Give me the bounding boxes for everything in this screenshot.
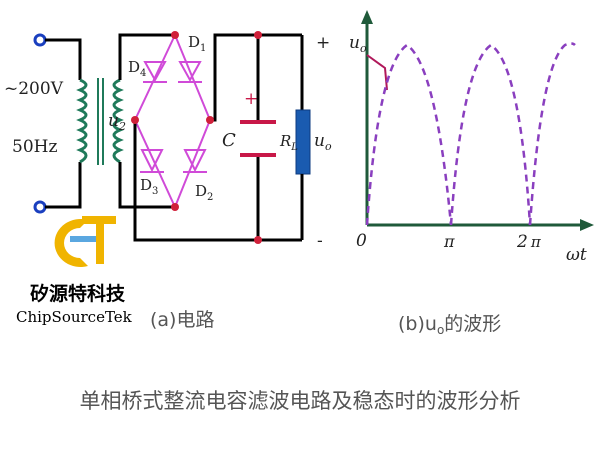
negative-rail	[133, 120, 302, 242]
primary-top-wire	[45, 38, 82, 80]
input-terminal-top	[33, 33, 47, 47]
x-axis-arrow	[580, 219, 594, 231]
node-cap-top	[254, 31, 262, 39]
diode-d1	[178, 61, 202, 83]
primary-bottom-wire	[45, 162, 82, 209]
waveform-initial-segment	[366, 54, 388, 91]
x-axis-label: ωt	[566, 245, 587, 265]
source-frequency-label: 50Hz	[12, 137, 57, 157]
secondary-bottom-wire	[118, 162, 175, 209]
circuit-caption: (a)电路	[150, 309, 214, 331]
logo-company-cn: 矽源特科技	[30, 282, 126, 305]
load-label: RL	[279, 132, 298, 153]
chipsourcetek-logo: 矽源特科技 ChipSourceTek	[16, 216, 133, 326]
node-bridge-right	[206, 116, 214, 124]
transformer-secondary-coil	[112, 78, 124, 164]
secondary-voltage-label: u2	[108, 111, 126, 133]
figure-title: 单相桥式整流电容滤波电路及稳态时的波形分析	[80, 389, 521, 413]
diode-d3-label: D3	[140, 176, 158, 197]
node-bridge-bottom	[171, 203, 179, 211]
diode-d2	[183, 149, 207, 173]
node-cap-bottom	[254, 236, 262, 244]
node-bridge-top	[171, 31, 179, 39]
tick-pi-label: π	[443, 232, 455, 251]
diode-d4	[143, 61, 167, 83]
transformer-primary-coil	[76, 78, 88, 164]
waveform-arch-3	[528, 42, 576, 226]
y-axis-arrow	[361, 10, 373, 24]
rectifier-circuit: ~200V 50Hz u2 D1 D2 D3 D4 + C RL uo + -	[4, 31, 332, 251]
source-voltage-label: ~200V	[4, 79, 64, 99]
waveform-arch-2	[449, 43, 532, 226]
capacitor-polarity: +	[244, 89, 258, 109]
load-resistor	[295, 109, 311, 175]
diode-d2-label: D2	[195, 182, 213, 203]
output-plus-terminal: +	[316, 33, 330, 53]
logo-t-stem	[96, 216, 104, 264]
waveform-arch-1	[365, 43, 453, 226]
diode-d3	[140, 149, 164, 173]
y-axis-label: uo	[349, 33, 367, 55]
logo-s-stroke	[70, 236, 104, 242]
logo-c-shape	[54, 219, 88, 267]
diode-d1-label: D1	[188, 33, 206, 54]
origin-label: 0	[356, 231, 367, 251]
input-terminal-bottom	[33, 200, 47, 214]
output-voltage-label: uo	[314, 131, 332, 153]
logo-company-en: ChipSourceTek	[16, 308, 133, 326]
diode-d4-label: D4	[128, 58, 146, 79]
output-minus-terminal: -	[317, 231, 323, 251]
capacitor-label: C	[222, 130, 236, 151]
secondary-top-wire	[118, 33, 175, 80]
node-bridge-left	[131, 116, 139, 124]
waveform-caption: (b)uo的波形	[398, 313, 501, 337]
